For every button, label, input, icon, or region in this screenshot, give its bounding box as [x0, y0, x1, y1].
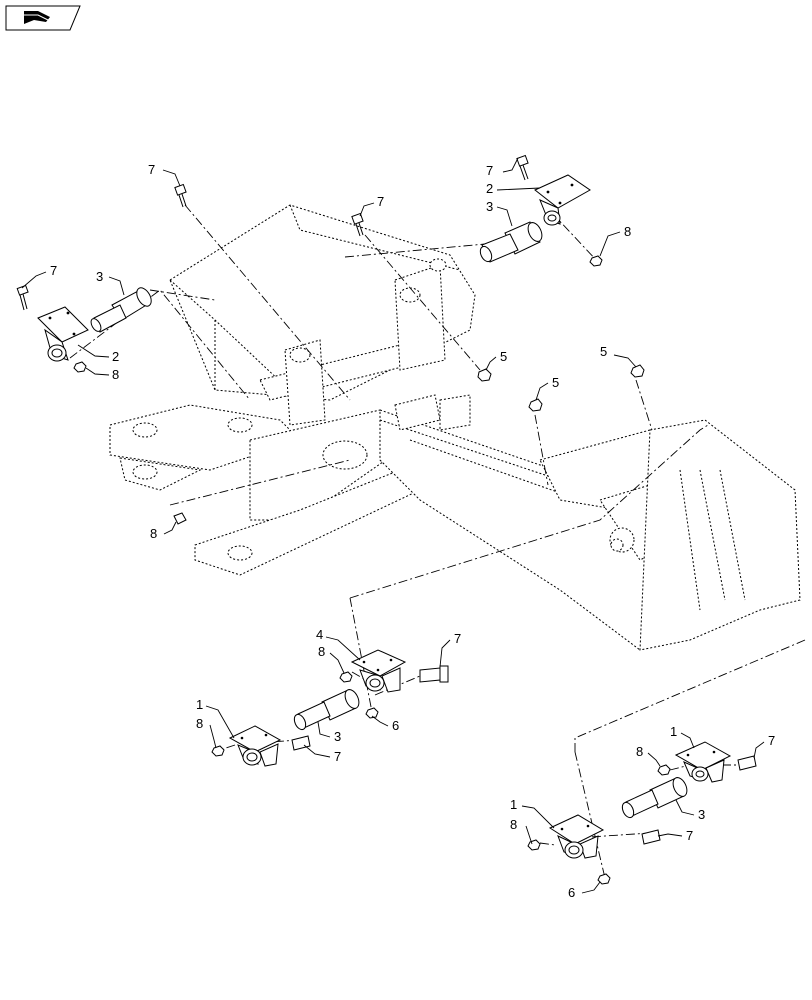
bolt-7-top-mid: [351, 212, 364, 237]
nut-5-center: [528, 398, 543, 412]
callout-2-top-right: 2: [486, 181, 493, 196]
callout-7-lower-right-upper: 7: [768, 733, 775, 748]
nut-5-right: [630, 364, 645, 378]
leader-lines: [21, 157, 765, 894]
callout-labels: 7 7 7 2 3 8 7 3 2 8 5 5 5 8 4 8 7 6 1 8 …: [50, 162, 775, 900]
callout-7-left: 7: [50, 263, 57, 278]
pivot-parts: [16, 154, 757, 885]
exploded-view-book-icon: [5, 5, 81, 31]
callout-4: 4: [316, 627, 323, 642]
pivot-pin-3-mid: [293, 689, 360, 731]
callout-3-lower-right: 3: [698, 807, 705, 822]
callout-2-left: 2: [112, 349, 119, 364]
main-frame-phantom: [109, 204, 801, 651]
pivot-pin-3-left: [90, 287, 152, 333]
callout-3-left: 3: [96, 269, 103, 284]
callout-1-mid: 1: [196, 697, 203, 712]
callout-8-lower-right-upper: 8: [636, 744, 643, 759]
nut-8-lower-right-lower: [527, 839, 541, 851]
callout-6-mid: 6: [392, 718, 399, 733]
pivot-plate-1-lower-right-lower: [548, 814, 605, 859]
callout-8-mid-upper: 8: [318, 644, 325, 659]
pivot-pin-3-top-right: [479, 221, 543, 263]
callout-8-left: 8: [112, 367, 119, 382]
callout-7-lower-right-lower: 7: [686, 828, 693, 843]
callout-7-top-left: 7: [148, 162, 155, 177]
pivot-plate-2-top-right: [534, 174, 591, 226]
pivot-plate-1-mid: [228, 725, 282, 767]
callout-7-mid-upper: 7: [454, 631, 461, 646]
bolt-7-lower-right-upper: [737, 755, 757, 771]
callout-5-right: 5: [600, 344, 607, 359]
callout-7-top-right: 7: [486, 163, 493, 178]
callout-5-mid: 5: [500, 349, 507, 364]
callout-6-lower-right: 6: [568, 885, 575, 900]
callout-8-lower-right-lower: 8: [510, 817, 517, 832]
bolt-7-left: [16, 284, 29, 311]
bolt-8-lower-left: [173, 512, 187, 525]
callout-3-top-right: 3: [486, 199, 493, 214]
callout-7-mid-lower: 7: [334, 749, 341, 764]
callout-3-mid: 3: [334, 729, 341, 744]
pivot-plate-4: [350, 649, 407, 693]
nut-8-mid-lower: [211, 745, 225, 757]
callout-8-mid-lower: 8: [196, 716, 203, 731]
bolt-7-mid-upper: [419, 665, 449, 683]
callout-1-lower-right-lower: 1: [510, 797, 517, 812]
callout-5-center: 5: [552, 375, 559, 390]
nut-8-lower-right-upper: [657, 764, 671, 776]
callout-7-top-mid: 7: [377, 194, 384, 209]
bolt-7-top-left: [174, 183, 187, 208]
nut-6-lower-right: [597, 873, 611, 885]
callout-8-top-right: 8: [624, 224, 631, 239]
callout-1-lower-right-upper: 1: [670, 724, 677, 739]
nut-8-left: [73, 361, 87, 373]
nut-5-mid: [477, 368, 492, 382]
nut-8-mid-upper: [339, 671, 353, 683]
nut-8-top-right: [589, 255, 603, 267]
callout-8-lower-left: 8: [150, 526, 157, 541]
bolt-7-lower-right-lower: [641, 829, 661, 845]
bolt-7-top-right: [516, 154, 529, 181]
pivot-pin-3-lower-right: [621, 777, 688, 819]
pivot-plate-2-left: [37, 306, 89, 362]
nut-6-mid: [365, 707, 379, 719]
pivot-plate-1-lower-right-upper: [674, 741, 732, 783]
